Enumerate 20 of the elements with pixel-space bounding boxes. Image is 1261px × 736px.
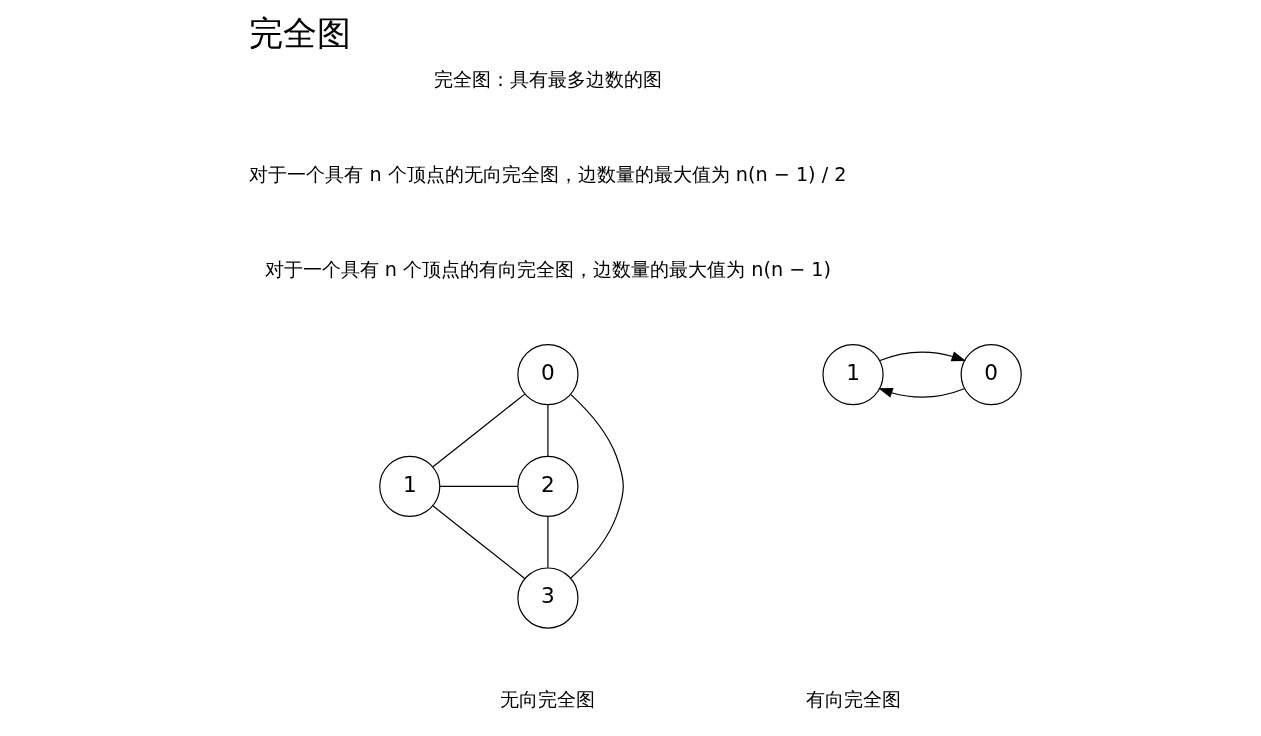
connector [432, 393, 526, 468]
node-circle: 0 [517, 343, 579, 406]
node-circle: 1 [379, 455, 441, 517]
connector [432, 505, 526, 580]
arrow [879, 351, 966, 362]
node-circle: 3 [517, 567, 579, 629]
diagram-title: 完全图 [248, 13, 351, 53]
connector [547, 404, 549, 457]
connector [439, 485, 519, 487]
label: 无向完全图 [500, 687, 596, 711]
connector [547, 516, 549, 569]
node-circle: 2 [517, 455, 579, 517]
connector [570, 394, 624, 579]
label: 有向完全图 [805, 687, 901, 711]
label: 对于一个具有 n 个顶点的无向完全图，边数量的最大值为 n(n − 1) / 2 [249, 162, 847, 186]
label: 对于一个具有 n 个顶点的有向完全图，边数量的最大值为 n(n − 1) [264, 257, 832, 281]
node-circle: 0 [960, 343, 1022, 406]
arrow [878, 388, 965, 398]
label: 完全图：具有最多边数的图 [433, 68, 662, 92]
node-circle: 1 [822, 343, 884, 406]
